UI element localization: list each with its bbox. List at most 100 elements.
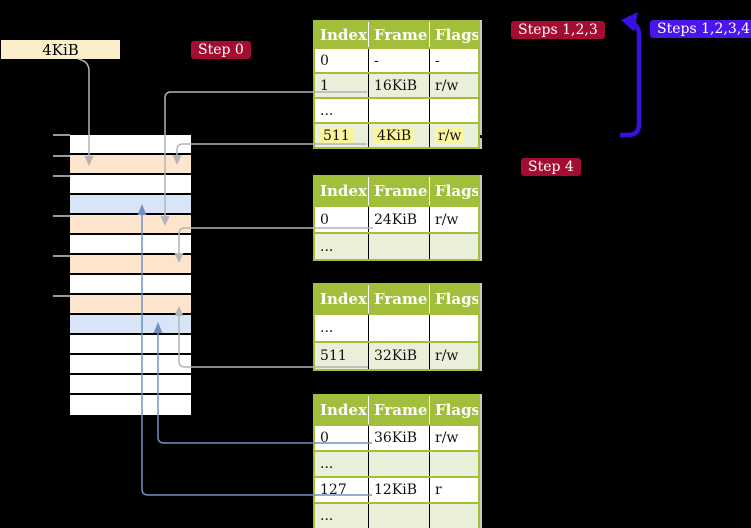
table-cell: 4KiB <box>369 124 430 147</box>
table-cell <box>369 234 430 259</box>
table-cell: 36KiB <box>369 426 430 450</box>
header-cell: Frame <box>369 177 430 205</box>
cell-value: ... <box>320 102 334 119</box>
table-cell: ... <box>315 99 369 122</box>
table-row: 0 - - <box>315 47 478 72</box>
cell-value: 12KiB <box>374 482 418 498</box>
cell-value: ... <box>320 320 334 336</box>
table-cell: 0 <box>315 49 369 72</box>
table-cell: 32KiB <box>369 343 430 369</box>
table-cell: 0 <box>315 207 369 232</box>
cell-value: 36KiB <box>374 430 418 446</box>
header-cell: Flags <box>435 182 478 200</box>
cell-value: 127 <box>320 482 347 498</box>
memory-tick <box>53 295 70 297</box>
table-cell: r/w <box>430 124 478 147</box>
cell-value: ... <box>320 508 334 524</box>
cell-value: 0 <box>320 211 329 228</box>
memory-tick <box>53 175 70 177</box>
table-cell <box>430 452 478 476</box>
table-cell: r/w <box>430 343 478 369</box>
table-cell: - <box>430 49 478 72</box>
header-cell: Index <box>315 22 369 47</box>
memory-row-white <box>70 235 191 255</box>
cell-value: ... <box>320 456 334 472</box>
cell-value: 0 <box>320 52 329 69</box>
table-cell: ... <box>315 452 369 476</box>
table-row: 511 4KiB r/w <box>315 122 478 147</box>
table-cell: 1 <box>315 74 369 97</box>
highlighted-cell-value: r/w <box>435 127 465 144</box>
table-cell: 0 <box>315 426 369 450</box>
steps-123-text: Steps 1,2,3 <box>518 22 598 38</box>
cell-value: 16KiB <box>374 77 418 94</box>
table-cell: 24KiB <box>369 207 430 232</box>
cell-value: r/w <box>435 348 459 364</box>
steps-123-badge: Steps 1,2,3 <box>511 21 605 39</box>
header-cell: Frame <box>369 396 430 424</box>
table-row: 0 36KiB r/w <box>315 424 478 450</box>
memory-tick <box>53 134 70 136</box>
memory-row-peach <box>70 215 191 235</box>
cell-value: r/w <box>435 211 459 228</box>
step-4-badge: Step 4 <box>521 158 581 176</box>
memory-row-white <box>70 135 191 155</box>
header-cell: Frame <box>369 22 430 47</box>
header-cell: Index <box>315 285 369 313</box>
cell-value: 511 <box>320 348 347 364</box>
memory-row-white <box>70 375 191 395</box>
cell-value: - <box>374 52 379 69</box>
header-cell: Index <box>315 396 369 424</box>
table-cell <box>430 315 478 341</box>
cell-value: 32KiB <box>374 348 418 364</box>
arrow-steps-loop-icon <box>620 22 642 138</box>
table-cell <box>430 99 478 122</box>
table-row: ... <box>315 313 478 341</box>
header-cell: Flags <box>435 401 478 419</box>
table-row: 511 32KiB r/w <box>315 341 478 369</box>
memory-row-white <box>70 335 191 355</box>
table-row: ... <box>315 502 478 528</box>
step-4-text: Step 4 <box>528 159 574 175</box>
cell-value: r/w <box>435 77 459 94</box>
header-cell: Flags <box>435 25 478 44</box>
table-cell: r/w <box>430 207 478 232</box>
header-cell: Frame <box>369 285 430 313</box>
table-cell <box>369 99 430 122</box>
cell-value: 24KiB <box>374 211 418 228</box>
table-cell: 511 <box>315 124 369 147</box>
arrowhead-icon <box>621 12 638 32</box>
frame-size-box: 4KiB <box>1 40 120 59</box>
table-cell: 12KiB <box>369 478 430 502</box>
table-cell <box>369 315 430 341</box>
table-cell <box>369 452 430 476</box>
table-cell: 127 <box>315 478 369 502</box>
memory-tick <box>53 255 70 257</box>
table-cell: r/w <box>430 426 478 450</box>
table-cell: - <box>369 49 430 72</box>
memory-row-white <box>70 175 191 195</box>
header-cell: Index <box>315 177 369 205</box>
table-cell: r/w <box>430 74 478 97</box>
step-0-badge: Step 0 <box>191 41 251 59</box>
cell-value: ... <box>320 238 334 255</box>
highlighted-cell-value: 511 <box>320 127 353 144</box>
cell-value: 0 <box>320 430 329 446</box>
memory-row-peach <box>70 295 191 315</box>
table-cell: ... <box>315 234 369 259</box>
table-row: ... <box>315 97 478 122</box>
table-row: 1 16KiB r/w <box>315 72 478 97</box>
table-row: ... <box>315 450 478 476</box>
frame-size-label: 4KiB <box>42 40 79 59</box>
cell-value: - <box>435 52 440 69</box>
steps-1234-badge: Steps 1,2,3,4 <box>650 20 751 38</box>
memory-row-blue <box>70 195 191 215</box>
